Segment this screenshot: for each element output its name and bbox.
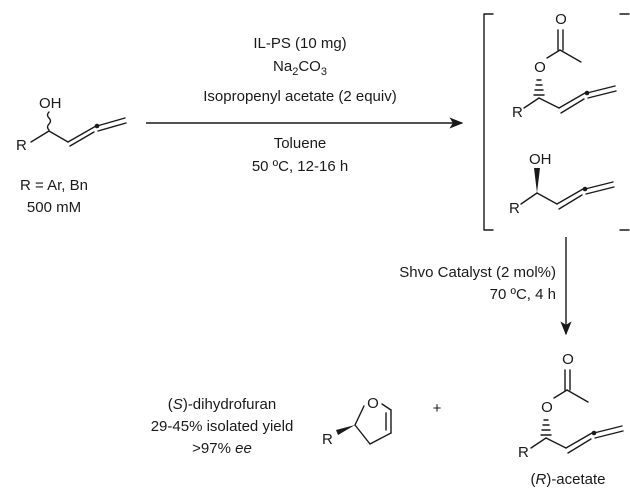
allene-2b (594, 430, 624, 439)
cond-acyl-donor: Isopropenyl acetate (2 equiv) (203, 88, 396, 105)
dhf-solid-wedge (336, 425, 355, 435)
allene-bond-1b (69, 131, 95, 147)
left-bracket (483, 13, 494, 231)
ring-c5-o (381, 403, 392, 411)
start-oh-label: OH (39, 95, 62, 112)
acetyl-methyl (559, 49, 582, 63)
cond-base: Na2CO3 (273, 58, 327, 78)
r-definition: R = Ar, Bn (20, 177, 88, 194)
acetate-name: (R)-acetate (530, 471, 605, 488)
step1: IL-PS (10 mg) Na2CO3 Isopropenyl acetate… (146, 35, 464, 175)
plus-sign: + (433, 400, 442, 417)
allene-1b (567, 438, 592, 454)
hashed-wedge (533, 79, 545, 96)
acyl-o-bond (546, 49, 561, 59)
allene-bond-2 (96, 117, 126, 127)
bond-c1 (48, 130, 69, 143)
concentration: 500 mM (27, 199, 81, 216)
dhf-yield: 29-45% isolated yield (151, 418, 294, 435)
cond-solvent: Toluene (274, 135, 327, 152)
r-bond (530, 437, 547, 449)
ring-o-c2 (354, 405, 365, 426)
acetyl-methyl (566, 389, 589, 403)
hashed-wedge (540, 419, 552, 436)
wavy-bond (46, 111, 52, 131)
step2: Shvo Catalyst (2 mol%) 70 ºC, 4 h (399, 237, 572, 336)
allene-1b (560, 98, 585, 114)
dhf-name: (S)-dihydrofuran (168, 396, 276, 413)
c-bond (536, 192, 558, 205)
intermediate-acetate: O O R (512, 11, 617, 121)
product-acetate: O O R (R)-acetate (518, 351, 624, 488)
acetate-r: R (512, 104, 523, 121)
allene-2a (584, 181, 614, 190)
solid-wedge (534, 168, 540, 193)
cond-shvo: Shvo Catalyst (2 mol%) (399, 264, 556, 281)
c-bond (545, 437, 567, 449)
allene-1a (558, 92, 586, 109)
ester-o: O (534, 59, 546, 76)
cond-temp-time: 50 ºC, 12-16 h (252, 158, 348, 175)
product-dihydrofuran: (S)-dihydrofuran 29-45% isolated yield >… (151, 395, 392, 457)
dhf-r: R (322, 431, 333, 448)
r-bond (520, 192, 538, 205)
carbonyl-o: O (555, 11, 567, 28)
intermediate-alcohol: OH R (509, 151, 615, 217)
alcohol-oh: OH (529, 151, 552, 168)
allene-2b (587, 90, 617, 99)
starting-allenol: OH R R = Ar, Bn 500 mM (16, 95, 127, 216)
allene-2a (586, 85, 616, 94)
ring-c2-c3 (354, 424, 371, 445)
r-bond (523, 97, 540, 109)
acyl-o-bond (553, 389, 568, 399)
bond-r (30, 130, 50, 143)
alcohol-r: R (509, 200, 520, 217)
allene-2b (585, 186, 615, 195)
dhf-ee: >97% ee (192, 440, 252, 457)
intermediate-brackets (483, 13, 630, 231)
c-bond (538, 97, 560, 109)
ring-oxygen: O (367, 395, 379, 412)
allene-1b (558, 194, 583, 210)
allene-1a (565, 432, 593, 449)
allene-2a (593, 425, 623, 434)
cond-temp-time-2: 70 ºC, 4 h (490, 286, 556, 303)
acet-r: R (518, 444, 529, 461)
allene-bond-1 (67, 125, 97, 143)
cond-catalyst: IL-PS (10 mg) (253, 35, 346, 52)
ester-o: O (541, 399, 553, 416)
ring-c3-c4 (369, 432, 392, 445)
allene-bond-2b (97, 122, 127, 132)
carbonyl-o: O (562, 351, 574, 368)
allene-1a (556, 188, 584, 205)
start-r-label: R (16, 137, 27, 154)
